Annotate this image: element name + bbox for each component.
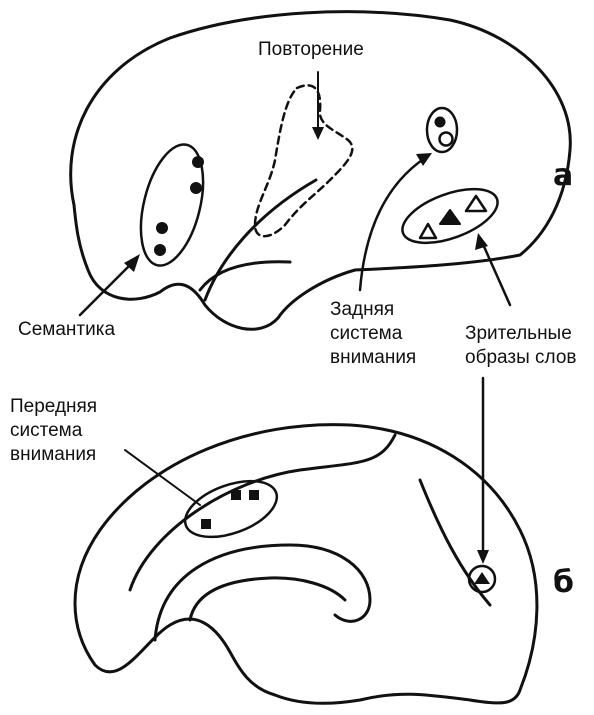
anterior-square bbox=[231, 490, 241, 500]
medial-brain bbox=[75, 425, 537, 704]
posterior-dot-filled bbox=[435, 117, 446, 128]
corpus-callosum-inner bbox=[190, 578, 345, 620]
semantics-dot bbox=[156, 222, 168, 234]
visual-triangle-open bbox=[420, 224, 436, 238]
semantics-area bbox=[130, 138, 214, 272]
label-anterior-line3: внимания bbox=[10, 443, 96, 467]
label-posterior-line2: система bbox=[330, 322, 402, 346]
anterior-attention-area bbox=[178, 470, 285, 548]
parieto-occipital-sulcus bbox=[420, 480, 490, 605]
visual-arrow-line bbox=[482, 242, 510, 305]
semantics-dot bbox=[190, 182, 202, 194]
semantics-dot bbox=[192, 156, 204, 168]
label-visual-line2: образы слов bbox=[465, 346, 576, 370]
label-semantics: Семантика bbox=[18, 318, 115, 342]
visual-word-forms-area bbox=[395, 178, 504, 254]
occipital-target-triangle bbox=[474, 572, 490, 584]
visual-triangle-open bbox=[466, 196, 486, 211]
anterior-square bbox=[201, 519, 211, 529]
label-posterior-line3: внимания bbox=[330, 346, 416, 370]
temporal-lobe-edge bbox=[200, 262, 290, 290]
anterior-square bbox=[249, 490, 259, 500]
repetition-arrow-head bbox=[312, 127, 324, 140]
label-anterior-line1: Передняя bbox=[10, 395, 97, 419]
semantics-dot bbox=[154, 244, 166, 256]
label-visual-line1: Зрительные bbox=[465, 322, 572, 346]
visual-triangle-filled bbox=[440, 210, 460, 224]
visual-arrow-head bbox=[475, 233, 488, 250]
label-anterior-line2: система bbox=[10, 419, 82, 443]
posterior-attention-area bbox=[427, 108, 457, 152]
label-posterior-line1: Задняя bbox=[330, 298, 394, 322]
label-repetition: Повторение bbox=[258, 38, 364, 62]
anterior-ellipse bbox=[178, 470, 285, 548]
posterior-dot-open bbox=[440, 133, 453, 146]
visual-to-medial-arrow-head bbox=[477, 550, 489, 564]
occipital-target bbox=[469, 566, 495, 592]
panel-a-letter: а bbox=[553, 158, 573, 193]
panel-b-letter: б bbox=[553, 565, 574, 600]
